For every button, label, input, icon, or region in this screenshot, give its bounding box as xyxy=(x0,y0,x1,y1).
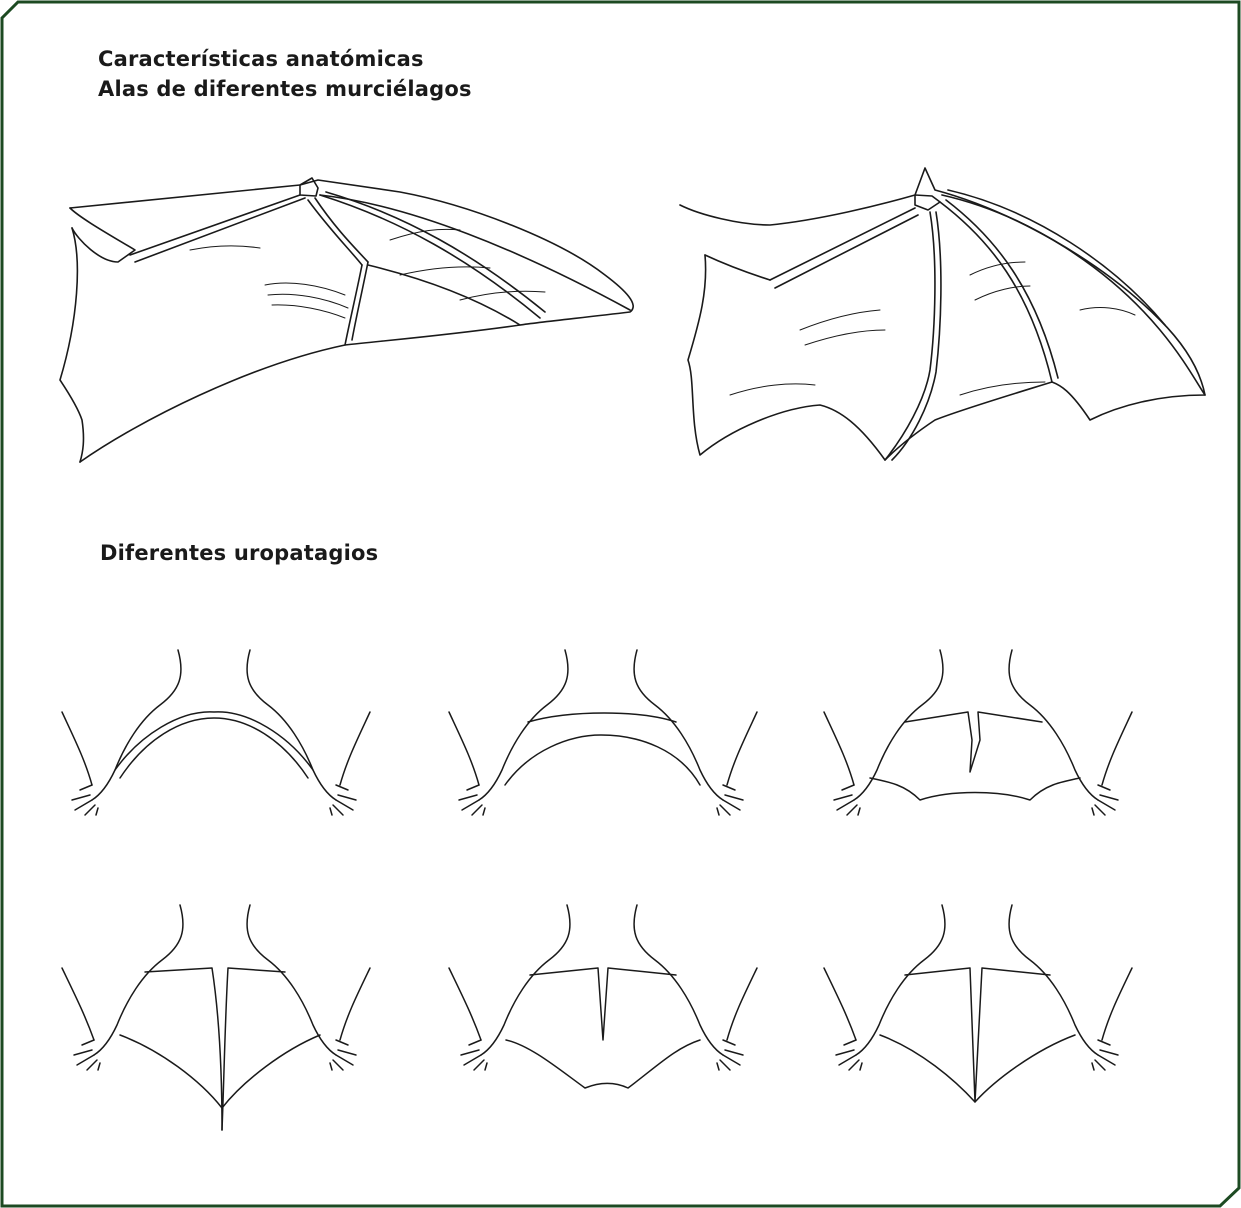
uropatagium-4 xyxy=(62,905,370,1130)
bat-wing-broad xyxy=(680,168,1205,460)
bat-wing-narrow xyxy=(60,178,633,462)
uropatagium-2 xyxy=(449,650,757,815)
uropatagium-3 xyxy=(824,650,1132,815)
uropatagium-6 xyxy=(824,905,1132,1102)
uropatagium-5 xyxy=(449,905,757,1088)
uropatagium-1 xyxy=(62,650,370,815)
